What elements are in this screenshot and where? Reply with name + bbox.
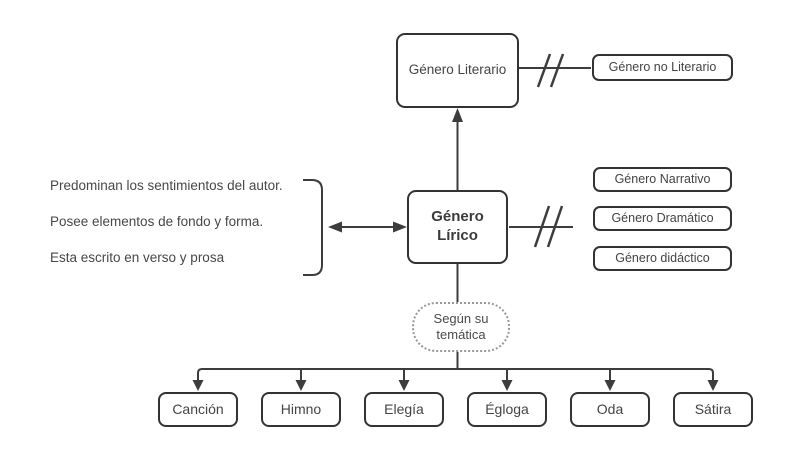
node-genero-no-literario: Género no Literario [592, 54, 733, 81]
node-genero-dramatico: Género Dramático [593, 206, 732, 231]
node-elegia: Elegía [364, 392, 444, 427]
characteristics-bracket [303, 179, 323, 276]
node-genero-narrativo: Género Narrativo [593, 167, 732, 192]
characteristic-fondo-forma: Posee elementos de fondo y forma. [50, 214, 264, 229]
node-oda: Oda [570, 392, 650, 427]
node-himno: Himno [261, 392, 341, 427]
node-egloga: Égloga [467, 392, 547, 427]
node-satira: Sátira [673, 392, 753, 427]
arrow-up-connector [452, 108, 463, 191]
barred-link-top [519, 53, 591, 88]
node-genero-lirico: Género Lírico [407, 190, 508, 264]
characteristic-verso-prosa: Esta escrito en verso y prosa [50, 250, 225, 265]
characteristic-sentimientos: Predominan los sentimientos del autor. [50, 178, 283, 193]
node-genero-didactico: Género didáctico [593, 246, 732, 271]
tree-connector [192, 368, 719, 391]
node-segun-su-tematica: Según su temática [412, 302, 510, 352]
node-genero-literario: Género Literario [396, 33, 519, 108]
barred-link-center [509, 205, 573, 248]
double-arrow-connector [328, 221, 407, 233]
node-cancion: Canción [158, 392, 238, 427]
